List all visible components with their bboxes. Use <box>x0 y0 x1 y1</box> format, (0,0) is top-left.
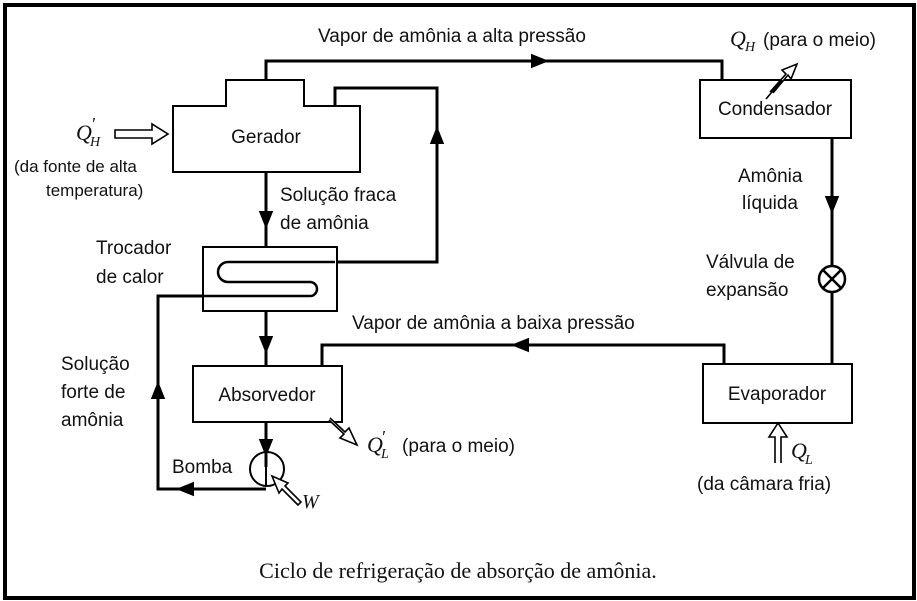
absorber-box <box>192 365 343 423</box>
absorber-label: Absorvedor <box>218 385 316 406</box>
work-label: W <box>302 491 321 513</box>
evaporator-label: Evaporador <box>728 384 827 405</box>
svg-text:Q: Q <box>76 120 92 145</box>
ql-label: Q L <box>791 438 813 468</box>
heat-out-condenser-arrow-icon <box>765 62 799 100</box>
weak-return-line <box>330 86 439 264</box>
strong-solution-label-1: Solução <box>61 354 130 375</box>
qh-prime-label: Q H ′ <box>76 114 101 150</box>
heat-in-generator-arrow-icon <box>114 122 170 146</box>
evaporator-box <box>702 363 853 424</box>
ql-desc: (da câmara fria) <box>697 474 831 495</box>
pump-icon <box>249 451 285 487</box>
heat-out-absorber-arrow-icon <box>328 417 359 447</box>
svg-text:H: H <box>89 135 101 150</box>
svg-text:Q: Q <box>791 438 807 463</box>
low-pressure-vapor-line <box>320 343 726 366</box>
heat-exchanger-coil <box>203 260 335 298</box>
weak-solution-label-1: Solução fraca <box>280 185 397 206</box>
svg-text:′: ′ <box>91 114 96 134</box>
svg-text:H: H <box>744 40 756 55</box>
diagram-caption: Ciclo de refrigeração de absorção de amô… <box>259 558 657 583</box>
qh-desc: (para o meio) <box>763 30 876 51</box>
qh-prime-desc-1: (da fonte de alta <box>14 157 137 176</box>
liquid-ammonia-label-1: Amônia <box>738 166 803 187</box>
ql-prime-desc: (para o meio) <box>402 436 515 457</box>
heat-exchanger-label-2: de calor <box>96 267 164 288</box>
heat-exchanger-box <box>202 246 338 312</box>
heat-exchanger-label-1: Trocador <box>96 238 172 259</box>
svg-text:L: L <box>804 453 813 468</box>
liquid-ammonia-label-2: líquida <box>742 193 798 214</box>
heat-in-evaporator-arrow-icon <box>767 421 789 463</box>
qh-prime-desc-2: temperatura) <box>46 181 143 200</box>
svg-text:Q: Q <box>367 432 383 457</box>
generator-label: Gerador <box>231 127 301 148</box>
valve-label-2: expansão <box>706 280 788 301</box>
condenser-label: Condensador <box>718 99 833 120</box>
generator-box <box>172 79 361 173</box>
high-pressure-vapor-label: Vapor de amônia a alta pressão <box>318 26 586 47</box>
strong-solution-label-2: forte de <box>61 382 125 403</box>
work-in-pump-arrow-icon <box>270 474 303 507</box>
svg-text:L: L <box>380 447 389 462</box>
ql-prime-label: Q L ′ <box>367 427 389 462</box>
pump-label: Bomba <box>172 457 233 478</box>
strong-solution-label-3: amônia <box>61 410 124 431</box>
high-pressure-vapor-line <box>264 59 724 80</box>
svg-text:Q: Q <box>730 26 746 51</box>
svg-text:′: ′ <box>381 427 386 447</box>
valve-label-1: Válvula de <box>706 252 795 273</box>
qh-label: Q H <box>730 26 756 55</box>
weak-solution-label-2: de amônia <box>280 213 369 234</box>
low-pressure-vapor-label: Vapor de amônia a baixa pressão <box>352 313 635 334</box>
expansion-valve-icon <box>817 264 847 294</box>
